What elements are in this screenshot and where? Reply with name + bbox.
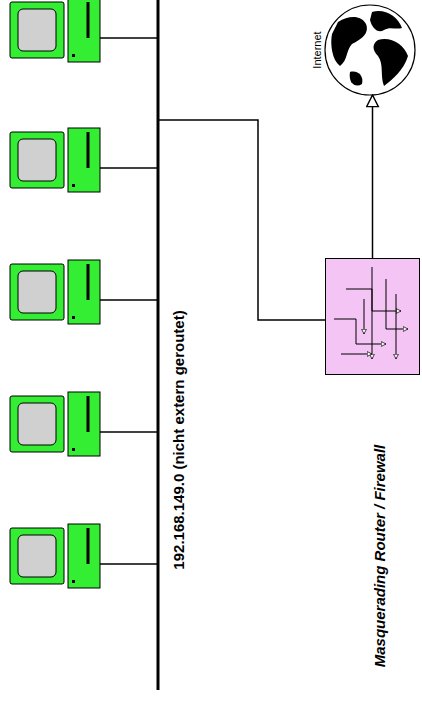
computers xyxy=(10,0,158,588)
computer xyxy=(10,128,158,192)
node-label: Internet xyxy=(311,31,323,68)
computer xyxy=(10,392,158,456)
globe xyxy=(325,5,415,95)
network-label: 192.168.149.0 (nicht extern geroutet) xyxy=(170,310,187,569)
router-arrows xyxy=(326,259,419,374)
node-label: Masquerading Router / Firewall xyxy=(371,445,388,668)
connector-arrow xyxy=(372,95,374,258)
computer xyxy=(10,260,158,324)
internet-globe: Internet xyxy=(325,5,415,95)
computer xyxy=(10,0,158,62)
router-link xyxy=(158,120,325,320)
router-box: Masquerading Router / Firewall xyxy=(325,258,420,375)
computer xyxy=(10,524,158,588)
network-bus xyxy=(157,0,160,690)
